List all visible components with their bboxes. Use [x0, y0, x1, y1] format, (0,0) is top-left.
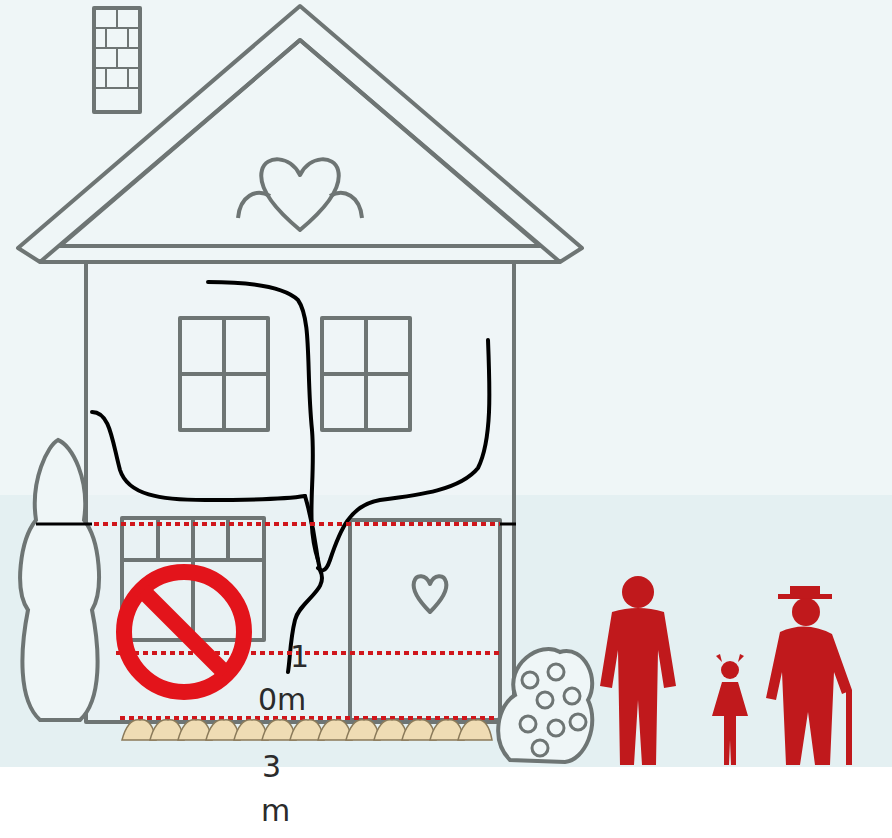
gable-swirl: [330, 193, 362, 218]
dimension-label: 0m: [258, 683, 306, 717]
sandbags: [122, 720, 492, 740]
dimension-label: 3: [262, 750, 281, 784]
chimney: [94, 8, 140, 112]
bush: [498, 649, 592, 762]
level-line: [94, 524, 500, 718]
dimension-label: m: [261, 794, 290, 828]
tree: [20, 440, 99, 720]
people-silhouettes: [600, 576, 852, 765]
ground-background: [0, 767, 892, 838]
gable-swirl: [238, 193, 270, 218]
gable: [60, 40, 540, 246]
roof: [18, 6, 582, 262]
gable-heart: [261, 159, 338, 230]
crack-lines: [92, 282, 489, 672]
chimney-bricks: [94, 8, 140, 88]
dimension-label: 1: [290, 640, 309, 674]
window: [322, 318, 410, 430]
house-outline: [18, 6, 582, 722]
window: [180, 318, 268, 430]
door-heart: [414, 576, 447, 612]
ground-line: [36, 523, 516, 526]
bush-flowers: [520, 664, 586, 756]
prohibition-sign: [124, 572, 244, 692]
house-wall: [86, 262, 514, 722]
door: [350, 520, 500, 720]
